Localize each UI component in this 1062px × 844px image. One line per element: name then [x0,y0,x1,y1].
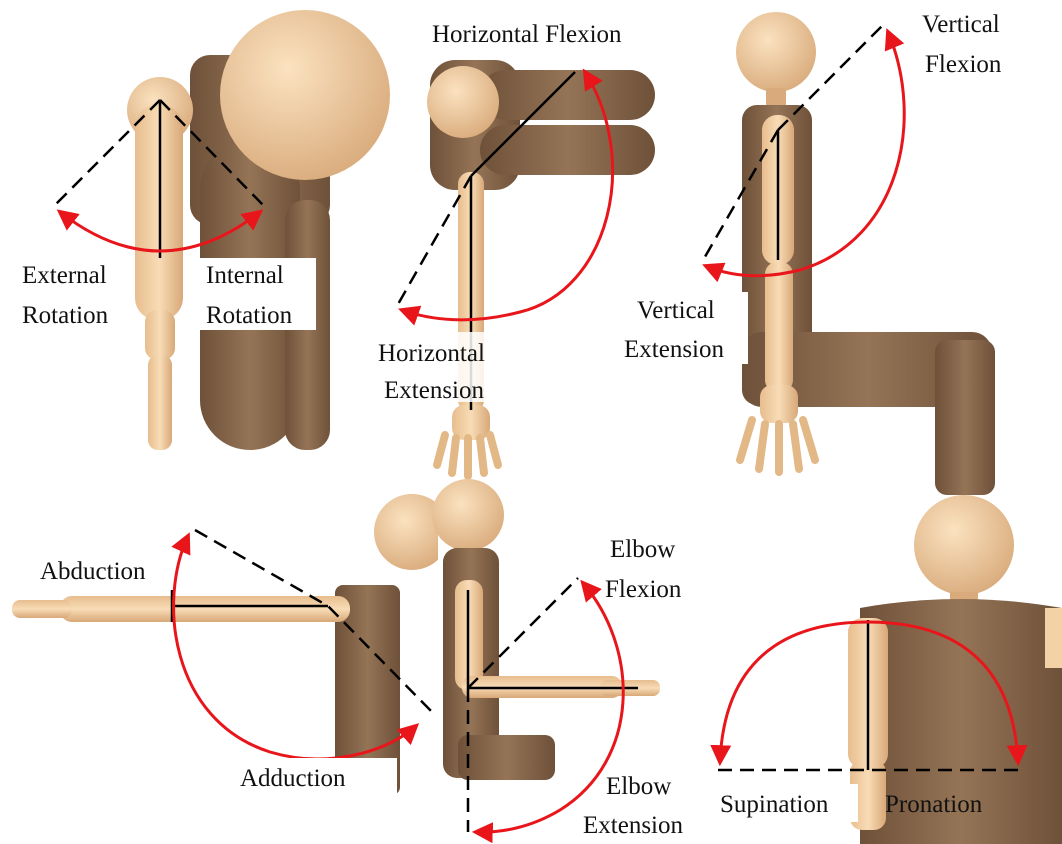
panel-forearm: Supination Pronation [716,495,1062,844]
horizontal-extension-label-2: Extension [384,377,484,404]
internal-rotation-label-1: Internal [206,262,284,289]
vertical-extension-label-2: Extension [624,336,724,363]
abduction-label: Abduction [40,558,146,585]
elbow-extension-label-1: Elbow [606,773,671,800]
mannequin-body [736,12,995,495]
elbow-flexion-label-2: Flexion [605,576,682,603]
pronation-label: Pronation [885,791,983,818]
mannequin-body [12,494,450,795]
elbow-extension-label-2: Extension [583,812,683,839]
panel-shoulder-rotation: External Rotation Internal Rotation [15,10,390,450]
horizontal-extension-label-1: Horizontal [378,340,485,367]
panel-elbow: Elbow Flexion Elbow Extension [432,479,683,839]
panel-horizontal: Horizontal Flexion Horizontal Extension [372,21,655,476]
internal-rotation-label-2: Rotation [206,302,293,329]
supination-label: Supination [720,791,829,818]
mannequin-body [127,10,390,450]
panel-vertical: Vertical Flexion Vertical Extension [620,11,1002,495]
elbow-flexion-label-1: Elbow [610,536,675,563]
panel-abduction: Abduction Adduction [12,494,450,796]
vertical-flexion-label-2: Flexion [925,51,1002,78]
external-rotation-label-1: External [22,262,107,289]
adduction-label: Adduction [240,765,346,792]
vertical-flexion-label-1: Vertical [922,11,1000,38]
external-rotation-label-2: Rotation [22,302,109,329]
mannequin-body [427,60,655,476]
mannequin-body [432,479,660,780]
horizontal-flexion-label: Horizontal Flexion [432,21,622,48]
vertical-extension-label-1: Vertical [637,297,715,324]
